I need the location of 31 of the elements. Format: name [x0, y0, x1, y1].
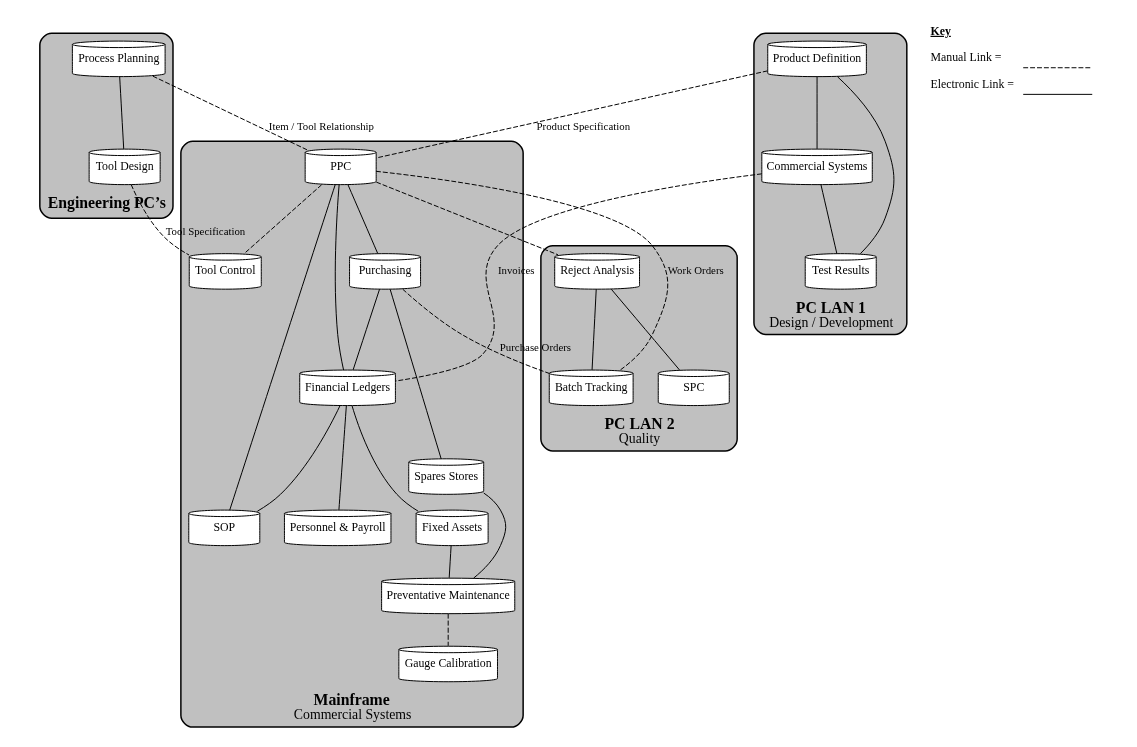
- connector: [228, 184, 336, 511]
- legend-label: Electronic Link =: [929, 77, 1014, 92]
- edge-label: Item / Tool Relationship: [268, 120, 374, 133]
- legend-label: Manual Link =: [929, 50, 1002, 65]
- connector: [394, 173, 762, 382]
- connector: [130, 184, 190, 256]
- edge-label: Work Orders: [667, 264, 724, 277]
- connector: [352, 288, 380, 371]
- connector: [118, 76, 124, 150]
- connector: [591, 288, 597, 371]
- connector: [447, 613, 449, 647]
- connector: [816, 76, 818, 150]
- connector: [401, 288, 549, 374]
- connector: [448, 545, 452, 579]
- connector: [151, 75, 308, 151]
- connector: [256, 405, 340, 512]
- connector: [472, 492, 506, 579]
- connector: [610, 288, 680, 371]
- edge-label: Product Specification: [536, 120, 630, 133]
- connector: [389, 288, 442, 460]
- connector: [337, 405, 347, 511]
- connector: [819, 184, 837, 254]
- connector: [347, 184, 378, 254]
- connector: [334, 184, 344, 371]
- connector: [375, 181, 558, 256]
- connector: [351, 405, 419, 512]
- connector: [836, 76, 894, 255]
- connector: [375, 70, 768, 159]
- connector: [243, 184, 322, 254]
- connector: [375, 170, 668, 371]
- label: Key: [929, 23, 951, 38]
